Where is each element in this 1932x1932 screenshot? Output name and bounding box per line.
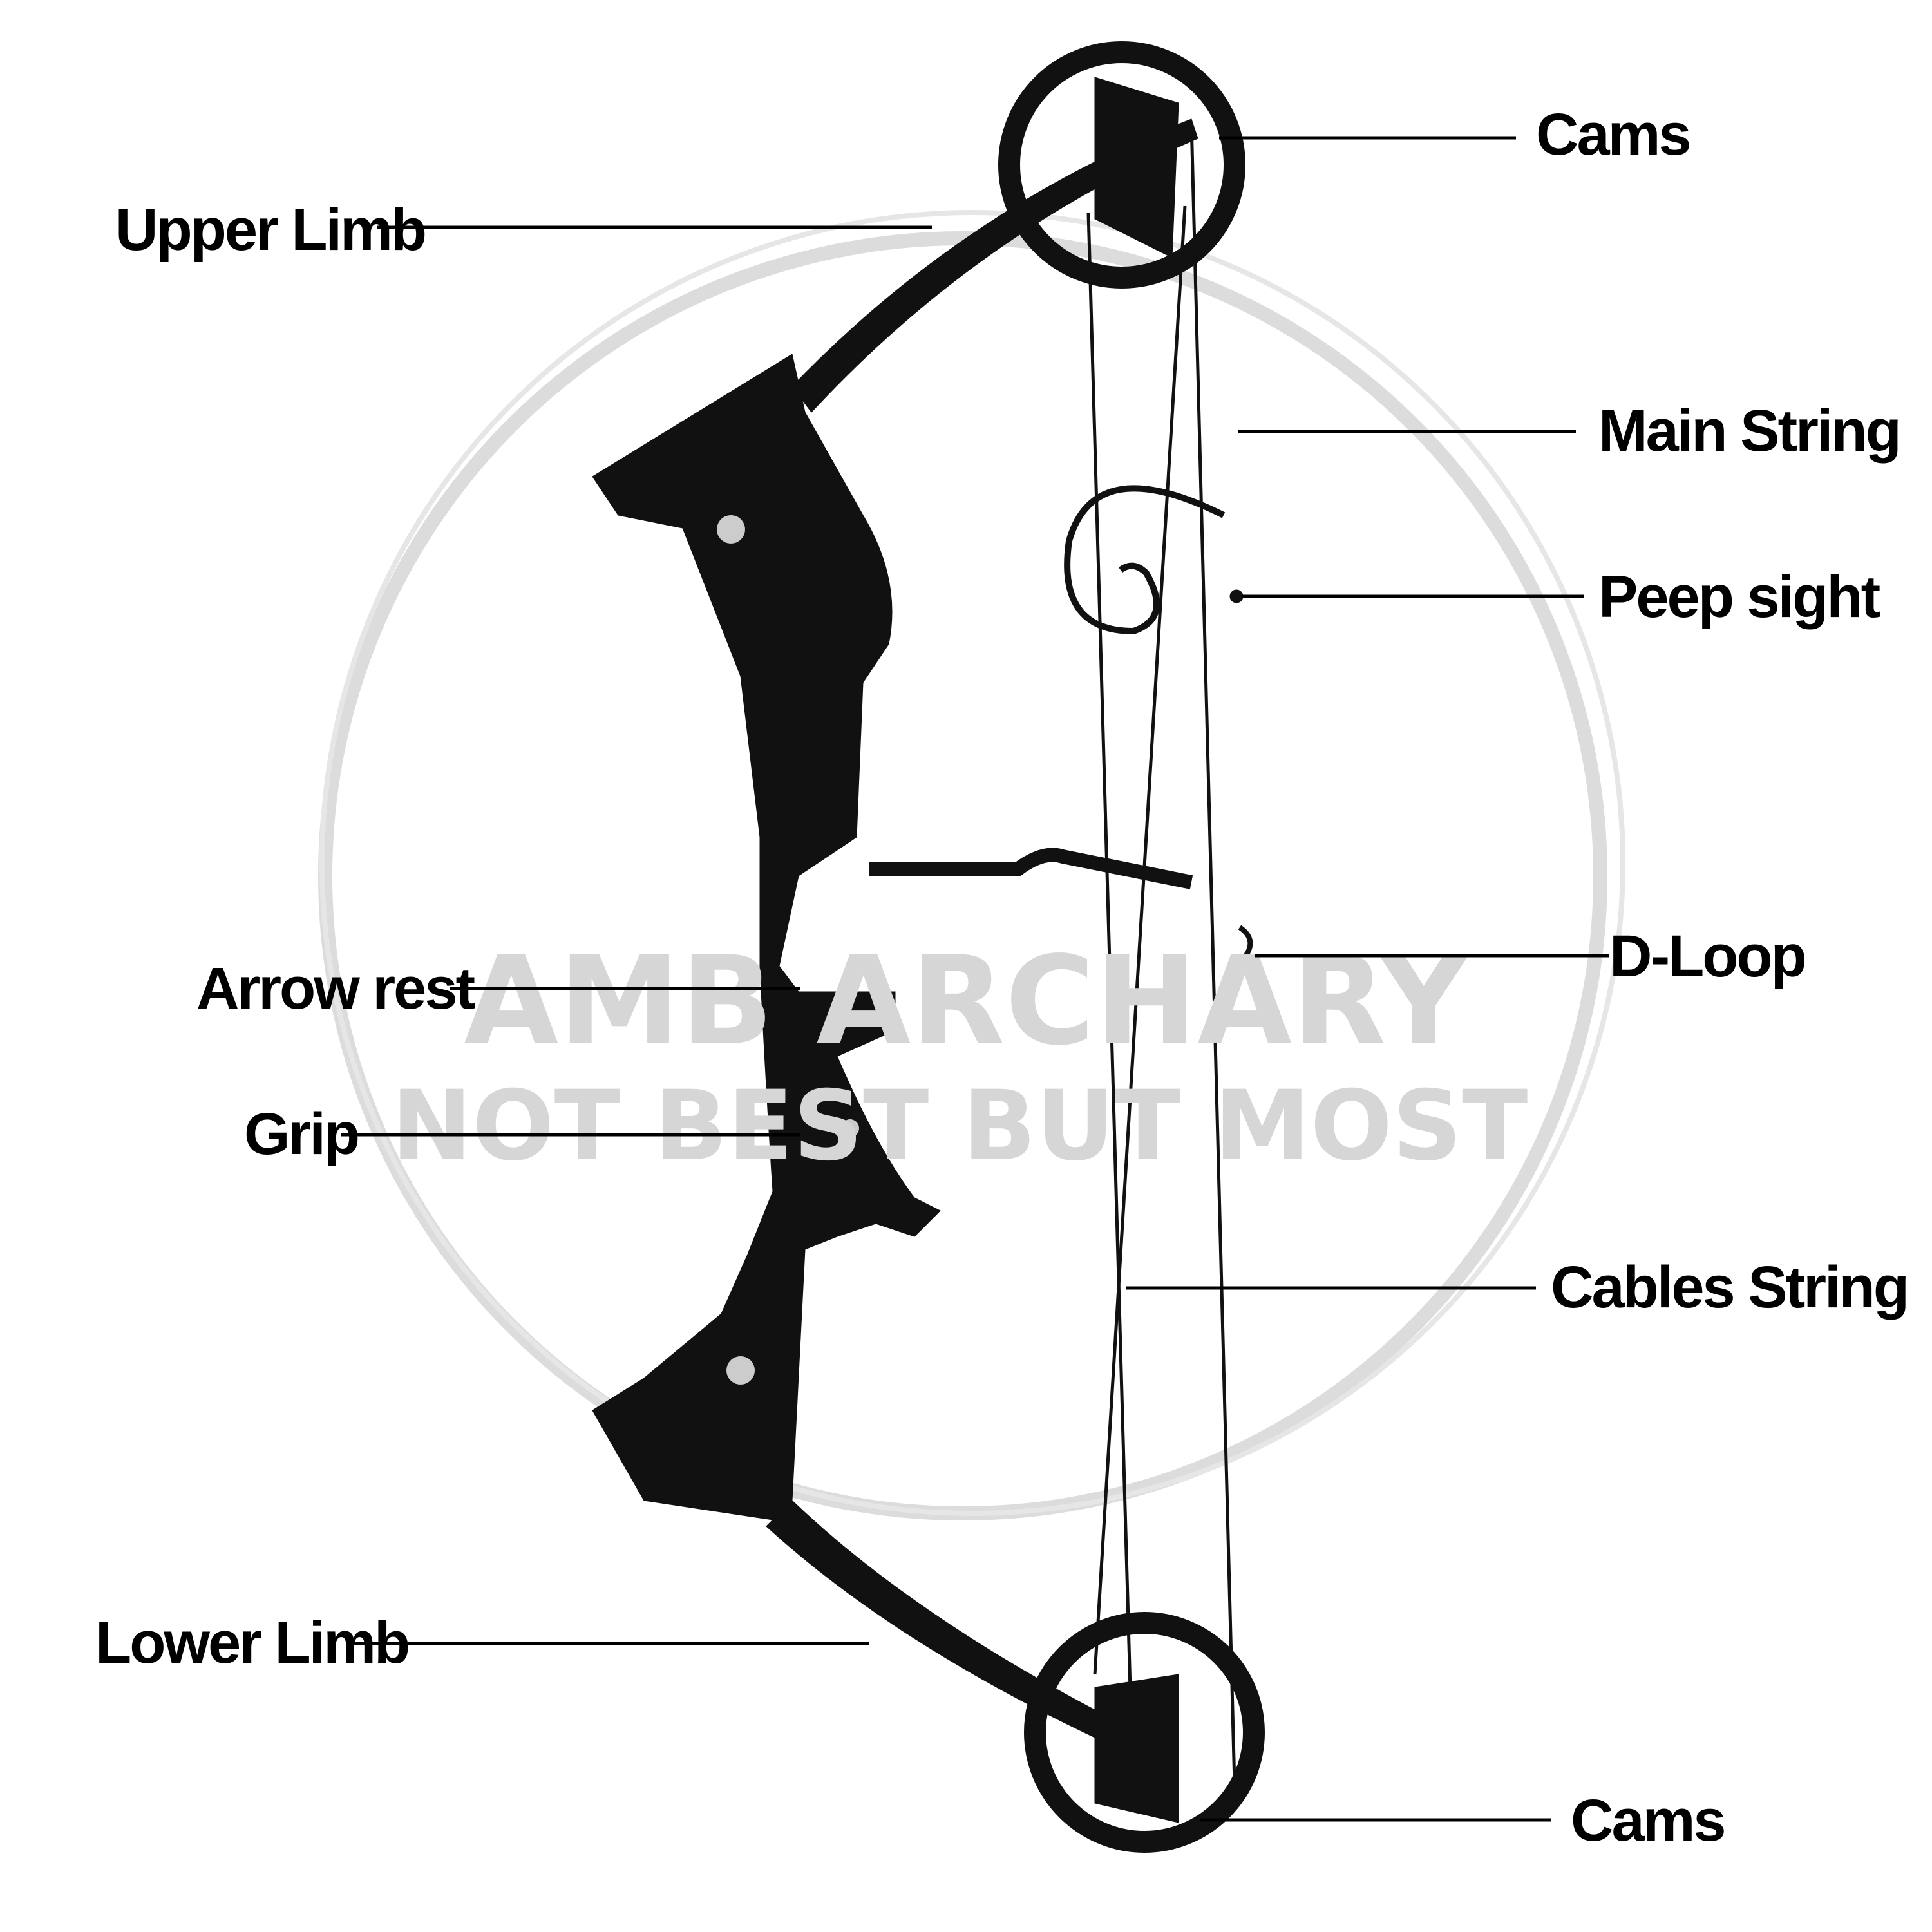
watermark-rings [318, 210, 1625, 1520]
main-string [1189, 122, 1237, 1810]
label-grip: Grip [244, 1101, 358, 1167]
label-arrow-rest: Arrow rest [196, 956, 475, 1021]
label-cams-top: Cams [1536, 102, 1690, 167]
upper-cam [998, 41, 1245, 289]
compound-bow [592, 41, 1265, 1853]
riser-bolt-bottom [726, 1356, 755, 1385]
lower-cam [1024, 1612, 1265, 1853]
watermark-circle-outer [319, 210, 1625, 1516]
grip-screw [841, 1119, 859, 1137]
d-loop [1238, 925, 1253, 961]
label-lower-limb: Lower Limb [95, 1610, 408, 1676]
label-d-loop: D-Loop [1609, 923, 1805, 989]
cable-string-2 [1093, 205, 1187, 1675]
watermark-line2: NOT BEST BUT MOST [392, 1070, 1528, 1182]
label-upper-limb: Upper Limb [115, 197, 425, 263]
watermark: AMB ARCHARY NOT BEST BUT MOST [392, 930, 1528, 1182]
cable-guard-rod [869, 848, 1193, 889]
label-main-string: Main String [1598, 398, 1900, 464]
label-peep-sight: Peep sight [1598, 564, 1880, 630]
watermark-line1: AMB ARCHARY [464, 930, 1470, 1072]
riser [592, 354, 941, 1520]
peep-sight-tubing [1064, 485, 1226, 635]
lower-cam-module [1094, 1674, 1179, 1823]
label-cables-string: Cables String [1551, 1255, 1908, 1320]
cable-string-1 [1086, 212, 1135, 1804]
labels: Cams Upper Limb Main String Peep sight D… [95, 102, 1909, 1853]
peep-sight [1229, 589, 1244, 603]
label-cams-bottom: Cams [1571, 1788, 1725, 1853]
upper-cam-module [1094, 77, 1179, 258]
riser-bolt-top [717, 515, 745, 544]
leader-lines [341, 136, 1609, 1822]
